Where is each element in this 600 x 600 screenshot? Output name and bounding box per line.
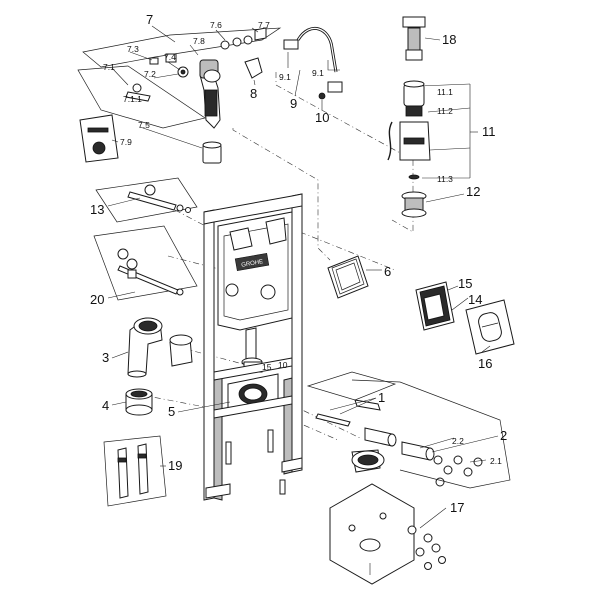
label-7-1: 7.1	[103, 62, 115, 72]
brand-logo-text: GROHE	[241, 259, 264, 269]
brand-logo	[234, 252, 270, 272]
frame-foot-right	[281, 457, 303, 473]
seal-11-3	[408, 174, 420, 180]
washer-10	[318, 92, 326, 100]
label-14: 14	[468, 292, 482, 307]
group-7-valve-assembly	[77, 27, 282, 164]
hose-nut-right	[327, 81, 343, 93]
installation-frame: GROHE 15 10	[203, 193, 303, 501]
pipe-1	[364, 427, 393, 447]
connection-pipes	[306, 371, 511, 489]
frame-mark-15: 15	[262, 362, 272, 372]
frame-post-right	[291, 193, 303, 473]
group-7-1-bracket	[77, 65, 206, 129]
label-7-2: 7.2	[144, 69, 156, 79]
label-11-3: 11.3	[437, 174, 453, 184]
flex-hose-9	[296, 27, 338, 73]
label-7-9: 7.9	[120, 137, 132, 147]
label-2: 2	[500, 428, 507, 443]
parts-group-1	[306, 371, 397, 401]
label-7-3: 7.3	[127, 44, 139, 54]
fitting-7-7	[254, 27, 267, 41]
label-17: 17	[450, 500, 464, 515]
flush-plate-assembly	[415, 281, 515, 355]
bracket-19-right	[137, 443, 149, 495]
fill-valve-assembly	[387, 16, 471, 218]
label-11: 11	[482, 124, 496, 139]
frame-cross-rail	[213, 357, 293, 381]
label-7-1-1: 7.1.1	[123, 94, 142, 104]
label-11-1: 11.1	[437, 87, 453, 97]
label-9: 9	[290, 96, 297, 111]
label-20: 20	[90, 292, 104, 307]
insulation-set-17	[329, 483, 446, 585]
label-2-1: 2.1	[490, 456, 502, 466]
bracket-kit-20	[93, 225, 198, 301]
inspection-frame-6	[327, 255, 369, 299]
pin-7-1-1	[125, 91, 151, 102]
pan-connector-parts	[125, 317, 193, 416]
hose-assembly	[244, 27, 343, 100]
screw-7-8	[220, 40, 230, 50]
label-12: 12	[466, 184, 480, 199]
filter-18	[407, 27, 421, 51]
fixing-set-19	[103, 435, 167, 507]
label-19: 19	[168, 458, 182, 473]
label-9-1-left: 9.1	[279, 72, 291, 82]
label-8: 8	[250, 86, 257, 101]
bracket-kits	[93, 177, 198, 301]
valve-thread	[204, 89, 218, 117]
label-7-7: 7.7	[258, 20, 270, 30]
valve-ring	[203, 69, 221, 83]
label-9-1-right: 9.1	[312, 68, 324, 78]
washer-7-1	[132, 83, 142, 93]
hose-nut-left	[283, 39, 299, 50]
label-7-8: 7.8	[193, 36, 205, 46]
bracket-kit-13	[95, 177, 198, 223]
pipe-2-2	[401, 441, 431, 461]
label-5: 5	[168, 404, 175, 419]
label-15: 15	[458, 276, 472, 291]
callout-labels: 7 7.6 7.7 7.8 7.3 7.4 7.1 7.2 7.1.1 7.5 …	[90, 12, 507, 515]
bracket-19-left	[117, 447, 129, 499]
group-7-bracket	[82, 27, 282, 68]
label-7: 7	[146, 12, 153, 27]
label-13: 13	[90, 202, 104, 217]
info-tag-7-9	[79, 114, 119, 163]
frame-top-rail	[203, 193, 303, 225]
label-10: 10	[315, 110, 329, 125]
label-1: 1	[378, 390, 385, 405]
cap-18	[402, 16, 426, 28]
label-6: 6	[384, 264, 391, 279]
frame-post-left	[203, 209, 215, 501]
elbow-8	[244, 57, 263, 79]
frame-foot-left	[205, 483, 231, 499]
label-3: 3	[102, 350, 109, 365]
label-7-5: 7.5	[138, 120, 150, 130]
label-4: 4	[102, 398, 109, 413]
leader-lines	[107, 25, 499, 529]
label-11-2: 11.2	[437, 106, 453, 116]
label-16: 16	[478, 356, 492, 371]
label-18: 18	[442, 32, 456, 47]
label-7-6: 7.6	[210, 20, 222, 30]
label-7-4: 7.4	[164, 52, 176, 62]
frame-mark-10: 10	[278, 360, 288, 370]
insulation-pad	[329, 483, 415, 585]
label-2-2: 2.2	[452, 436, 464, 446]
